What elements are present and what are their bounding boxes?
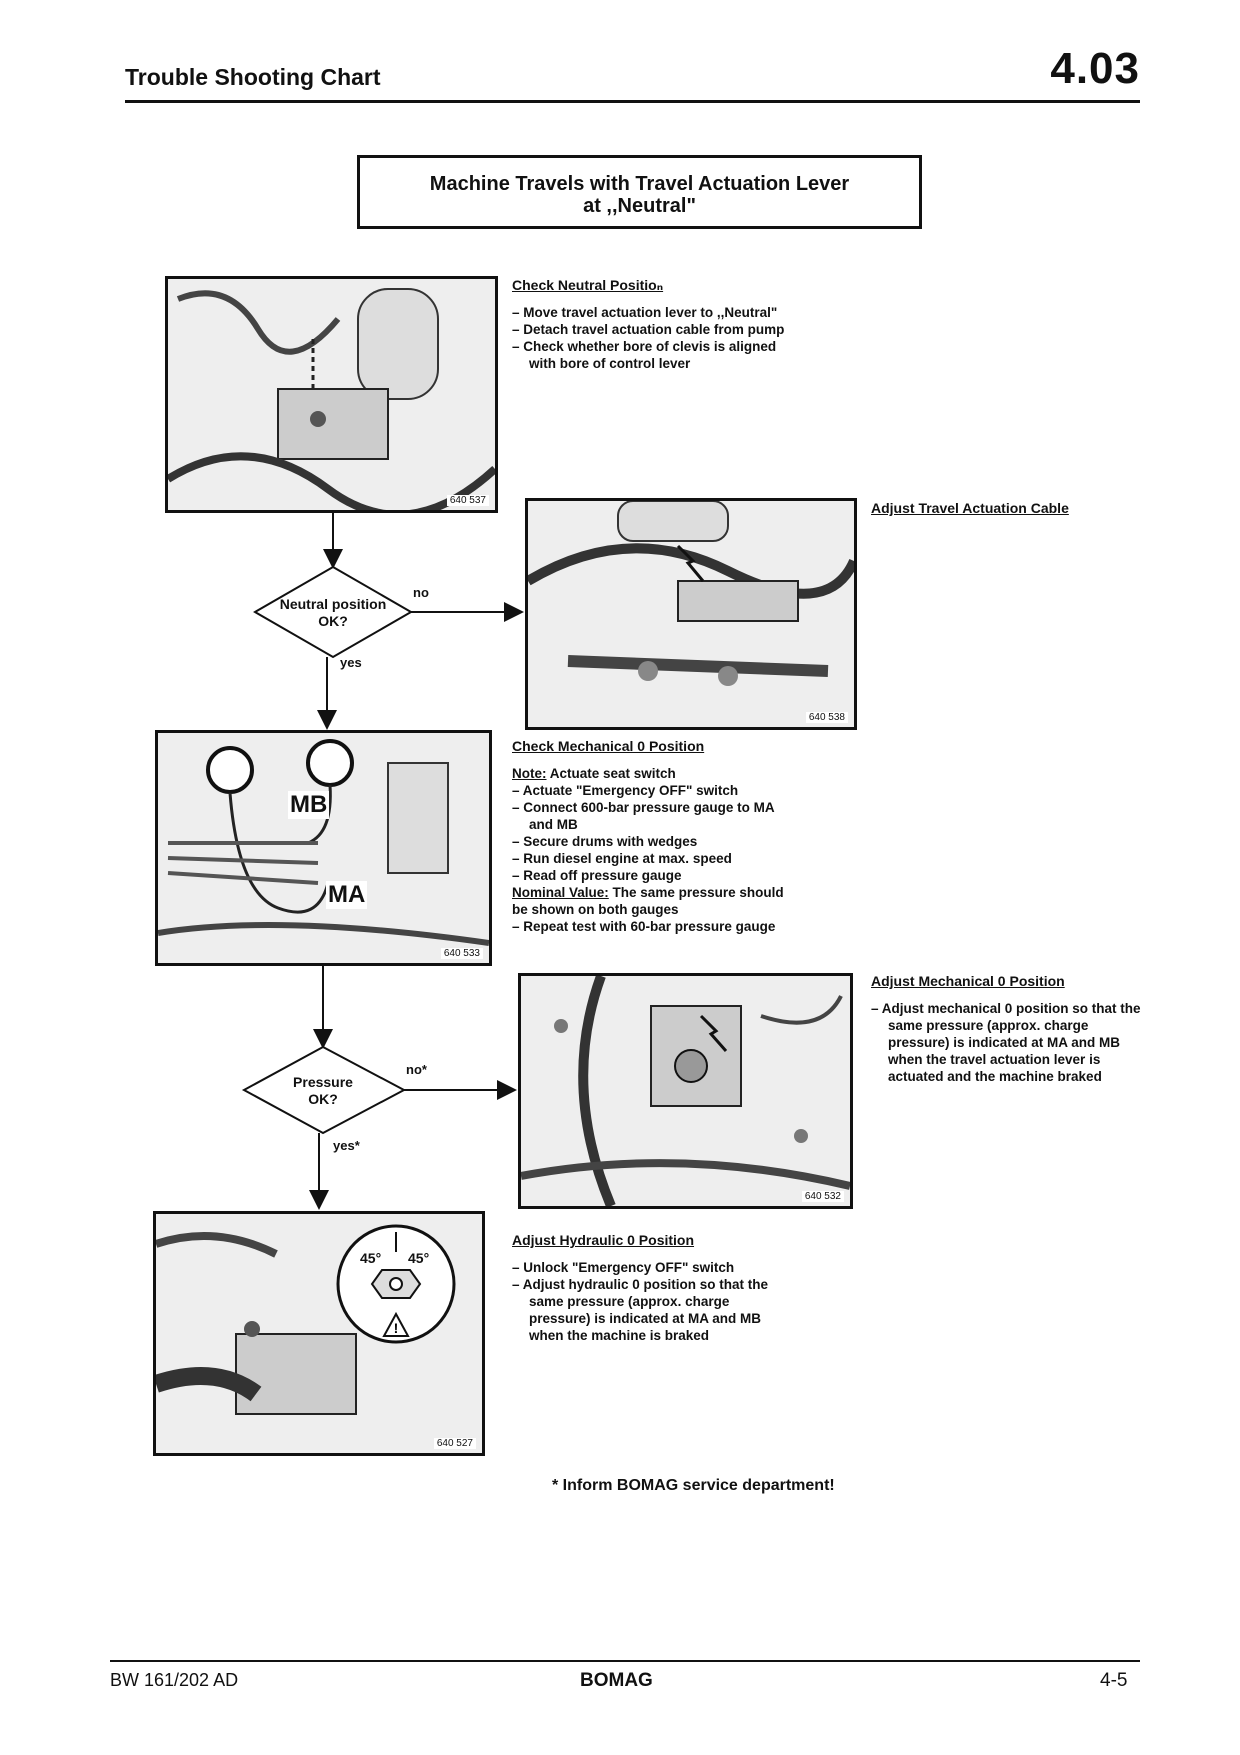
svg-text:!: !: [394, 1320, 399, 1336]
adjust-mech-title: Adjust Mechanical 0 Position: [871, 973, 1065, 989]
check-mech-item: Repeat test with 60-bar pressure gauge: [512, 918, 797, 935]
decision1-no-label: no: [413, 585, 429, 600]
check-neutral-item: Move travel actuation lever to ,,Neutral…: [512, 304, 792, 321]
decision1-text: Neutral position OK?: [279, 596, 387, 629]
decision2-diamond: [241, 1045, 407, 1135]
check-neutral-title: Check Neutral Positioₙ: [512, 277, 664, 293]
check-mech-item: Connect 600-bar pressure gauge to MA and…: [512, 799, 797, 833]
photo-number: 640 538: [805, 712, 848, 723]
photo-number: 640 533: [440, 948, 483, 959]
adjust-hyd-title: Adjust Hydraulic 0 Position: [512, 1232, 695, 1248]
check-mech-item: Secure drums with wedges: [512, 833, 797, 850]
page-title: Trouble Shooting Chart: [125, 64, 381, 90]
adjust-mech-section: Adjust Mechanical 0 Position Adjust mech…: [871, 973, 1146, 1085]
photo-illustration: [168, 279, 495, 510]
adjust-hyd-item: Unlock "Emergency OFF" switch: [512, 1259, 792, 1276]
chart-title-line1: Machine Travels with Travel Actuation Le…: [429, 173, 850, 195]
photo-neutral-position: 640 537: [165, 276, 498, 513]
chart-title-line2: at ,,Neutral": [583, 195, 696, 217]
adjust-cable-section: Adjust Travel Actuation Cable: [871, 500, 1151, 527]
photo-hydraulic-zero: ! 45° 45° 640 527: [153, 1211, 485, 1456]
decision2-yes-label: yes*: [333, 1138, 360, 1153]
decision1-yes-label: yes: [340, 655, 362, 670]
photo-illustration: [158, 733, 489, 963]
note-line: Note: Actuate seat switch: [512, 766, 676, 781]
check-mech-section: Check Mechanical 0 Position Note: Actuat…: [512, 738, 797, 935]
adjust-hyd-item: Adjust hydraulic 0 position so that the …: [512, 1276, 792, 1344]
check-neutral-item: Check whether bore of clevis is aligned …: [512, 338, 792, 372]
decision1-diamond: [252, 565, 414, 659]
photo-mechanical-zero: 640 532: [518, 973, 853, 1209]
photo-illustration: [528, 501, 854, 727]
photo-number: 640 537: [446, 495, 489, 506]
check-mech-item: Run diesel engine at max. speed: [512, 850, 797, 867]
adjust-hyd-section: Adjust Hydraulic 0 Position Unlock "Emer…: [512, 1232, 792, 1344]
decision2-no-label: no*: [406, 1062, 427, 1077]
photo-number: 640 532: [801, 1191, 844, 1202]
check-mech-item: Read off pressure gauge: [512, 867, 797, 884]
footer-rule: [110, 1660, 1140, 1662]
footer-model: BW 161/202 AD: [110, 1670, 239, 1690]
check-mech-title: Check Mechanical 0 Position: [512, 738, 705, 754]
photo-illustration: !: [156, 1214, 482, 1453]
section-number: 4.03: [1050, 44, 1140, 93]
chart-title-box: Machine Travels with Travel Actuation Le…: [357, 155, 922, 229]
check-mech-item: Actuate "Emergency OFF" switch: [512, 782, 797, 799]
photo-pressure-gauges: MB MA 640 533: [155, 730, 492, 966]
label-mb: MB: [288, 791, 330, 819]
footer-brand: BOMAG: [580, 1670, 653, 1691]
photo-travel-cable: 640 538: [525, 498, 857, 730]
label-45-right: 45°: [408, 1250, 430, 1266]
check-neutral-section: Check Neutral Positioₙ Move travel actua…: [512, 277, 792, 372]
photo-illustration: [521, 976, 850, 1206]
header-rule: [125, 100, 1140, 103]
adjust-mech-item: Adjust mechanical 0 position so that the…: [871, 1000, 1146, 1085]
label-45-left: 45°: [360, 1250, 382, 1266]
adjust-cable-title: Adjust Travel Actuation Cable: [871, 500, 1069, 516]
footnote: * Inform BOMAG service department!: [552, 1477, 835, 1494]
check-neutral-item: Detach travel actuation cable from pump: [512, 321, 792, 338]
footer-page-number: 4-5: [1100, 1670, 1128, 1691]
nominal-value-line: Nominal Value: The same pressure should …: [512, 885, 784, 917]
photo-number: 640 527: [433, 1438, 476, 1449]
label-ma: MA: [326, 881, 368, 909]
decision2-text: Pressure OK?: [293, 1074, 353, 1107]
